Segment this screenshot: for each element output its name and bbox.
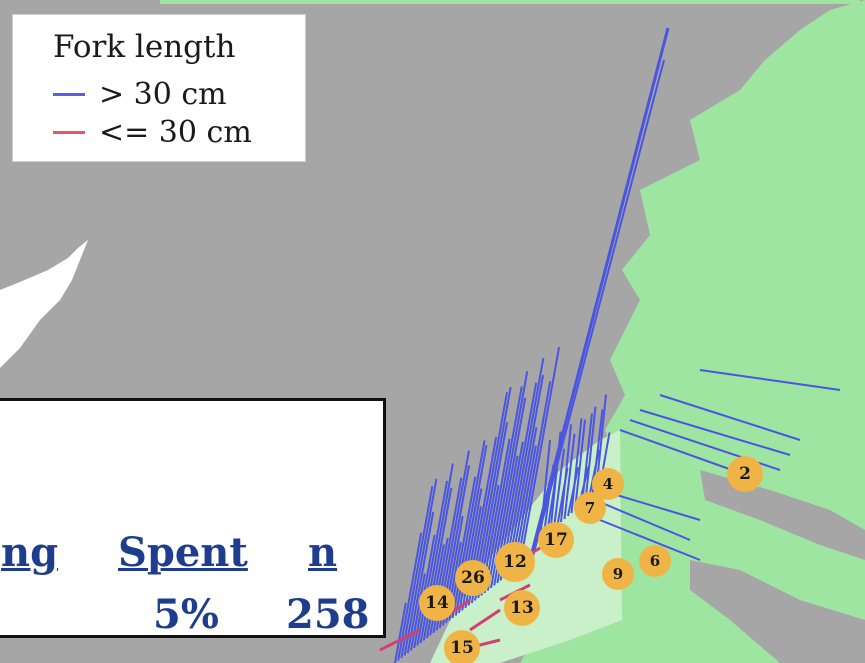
catch-bar-tall xyxy=(531,59,665,561)
catch-bar-fan xyxy=(515,381,552,569)
catch-bar-fan-east xyxy=(574,419,586,511)
catch-bar-fan-east xyxy=(570,418,583,514)
catch-bar-fan xyxy=(518,346,561,566)
inlet-channel xyxy=(700,470,865,560)
table-cell-spent: 5% xyxy=(153,591,219,638)
sampling-transect xyxy=(599,519,701,561)
catch-bar-fan xyxy=(394,602,407,663)
sampling-transect xyxy=(639,409,791,456)
legend-label-large: > 30 cm xyxy=(99,77,227,112)
legend-title: Fork length xyxy=(53,29,236,65)
station-marker-13: 13 xyxy=(504,590,540,626)
table-cell-n: 258 xyxy=(286,591,370,638)
catch-bar-fan-east xyxy=(539,439,551,541)
catch-bar-small xyxy=(469,608,501,632)
catch-bar-small xyxy=(379,628,421,652)
catch-bar-fan xyxy=(483,386,523,594)
sampling-transect xyxy=(659,394,801,441)
catch-bar-fan xyxy=(410,573,426,651)
catch-bar-fan xyxy=(406,511,435,654)
station-marker-26: 26 xyxy=(455,560,491,596)
island-white xyxy=(0,240,88,368)
table-header-partial: ng xyxy=(1,529,59,576)
station-marker-2: 2 xyxy=(727,456,763,492)
top-land-strip xyxy=(160,0,860,4)
station-marker-7: 7 xyxy=(574,492,606,524)
catch-bar-fan xyxy=(416,480,449,646)
catch-bar-fan-east xyxy=(581,413,593,505)
catch-bar-fan xyxy=(403,478,438,656)
catch-bar-fan-east xyxy=(560,424,572,523)
catch-bar-fan xyxy=(502,357,545,579)
legend-item-large: > 30 cm xyxy=(53,77,227,112)
sampling-transect xyxy=(594,499,691,541)
legend-label-small: <= 30 cm xyxy=(99,115,252,150)
station-marker-9: 9 xyxy=(602,558,634,590)
table-header-spent: Spent xyxy=(118,529,248,576)
catch-bar-fan xyxy=(400,485,434,659)
station-marker-6: 6 xyxy=(639,545,671,577)
table-header-n: n xyxy=(308,529,338,576)
legend-box: Fork length > 30 cm <= 30 cm xyxy=(12,14,306,162)
catch-bar-fan-east xyxy=(563,433,576,520)
catch-bars xyxy=(379,27,841,663)
legend-item-small: <= 30 cm xyxy=(53,115,252,150)
maturity-table: ng Spent n 5% 258 xyxy=(0,398,386,638)
sampling-transect xyxy=(699,369,841,391)
station-marker-15: 15 xyxy=(444,630,480,663)
station-marker-17: 17 xyxy=(538,522,574,558)
legend-swatch-large xyxy=(53,93,85,96)
inlet-channel-south xyxy=(690,560,865,663)
catch-bar-fan xyxy=(486,371,529,591)
station-marker-14: 14 xyxy=(419,585,455,621)
catch-bar-fan-east xyxy=(584,406,597,502)
legend-swatch-small xyxy=(53,131,85,134)
catch-bar-fan-east xyxy=(553,448,565,529)
station-marker-12: 12 xyxy=(495,542,535,582)
catch-bar-fan-east xyxy=(549,431,562,532)
